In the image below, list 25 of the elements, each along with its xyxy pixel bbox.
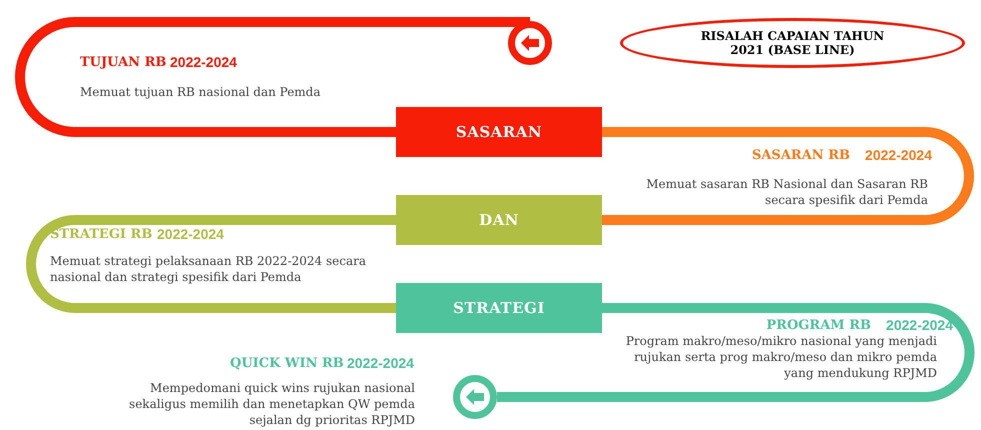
section-heading: SASARAN RB xyxy=(752,148,850,163)
label-bar: SASARAN xyxy=(396,107,602,157)
description-text: Memuat strategi pelaksanaan RB 2022-2024 secara nasional dan strategi spesifik dari Pemda xyxy=(50,253,367,285)
label-bar: STRATEGI xyxy=(396,283,602,333)
label-bar: DAN xyxy=(396,195,602,245)
description-text: Memuat sasaran RB Nasional dan Sasaran RB secara spesifik dari Pemda xyxy=(645,176,928,208)
description-text: Program makro/meso/mikro nasional yang menjadi rujukan serta prog makro/meso dan mikro pemda yang mendukung RPJMD xyxy=(625,333,937,381)
connector-line xyxy=(26,215,396,313)
year-range: 2022-2024 xyxy=(347,355,414,371)
connector-line xyxy=(15,17,530,137)
section-heading: TUJUAN RB xyxy=(80,55,166,70)
section-heading: PROGRAM RB xyxy=(766,318,871,333)
connector-line xyxy=(602,127,974,225)
circle-marker xyxy=(453,375,497,419)
year-range: 2022-2024 xyxy=(865,147,932,163)
year-range: 2022-2024 xyxy=(157,226,224,242)
section-heading: QUICK WIN RB xyxy=(230,356,344,371)
title-oval: RISALAH CAPAIAN TAHUN 2021 (BASE LINE) xyxy=(620,18,965,68)
section-heading: STRATEGI RB xyxy=(50,227,152,242)
year-range: 2022-2024 xyxy=(886,317,953,333)
connector-line xyxy=(497,303,974,402)
year-range: 2022-2024 xyxy=(170,54,237,70)
circle-marker xyxy=(508,21,552,65)
description-text: Memuat tujuan RB nasional dan Pemda xyxy=(80,84,322,100)
description-text: Mempedomani quick wins rujukan nasional sekaligus memilih dan menetapkan QW pemda sejalan dg prioritas RPJMD xyxy=(128,380,415,428)
